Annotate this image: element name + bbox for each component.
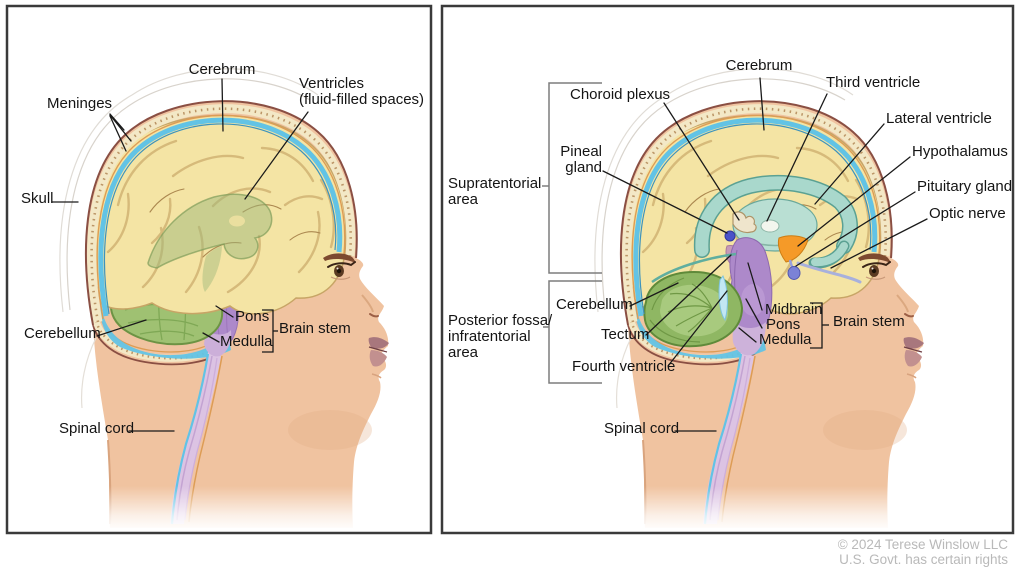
label-posterior-fossa: Posterior fossa/ infratentorial area <box>448 313 552 361</box>
label-midbrain: Midbrain <box>765 301 823 318</box>
label-choroid-plexus: Choroid plexus <box>570 86 671 103</box>
label-supratentorial-line1: Supratentorial <box>448 175 542 192</box>
label-fourth-ventricle: Fourth ventricle <box>572 358 676 375</box>
leader-lines-left <box>51 78 309 432</box>
label-cerebellum-right: Cerebellum <box>556 296 633 313</box>
copyright-line1: © 2024 Terese Winslow LLC <box>837 537 1008 552</box>
label-pons-left: Pons <box>235 308 270 325</box>
tentorium <box>651 252 737 284</box>
label-ventricles-line1: Ventricles <box>299 75 365 92</box>
label-brain-stem-right: Brain stem <box>833 313 905 330</box>
label-pineal-gland: Pineal gland <box>560 144 602 176</box>
label-supratentorial-area: Supratentorial area <box>448 176 541 208</box>
label-cerebrum-left: Cerebrum <box>188 61 256 78</box>
label-brain-stem-left: Brain stem <box>279 320 351 337</box>
ventricles-overlay <box>147 193 273 292</box>
area-brackets <box>542 82 602 384</box>
copyright-line2: U.S. Govt. has certain rights <box>839 552 1008 567</box>
label-cerebrum-right: Cerebrum <box>725 57 793 74</box>
label-spinal-cord-left: Spinal cord <box>59 420 135 437</box>
leader-lines-right <box>602 77 928 432</box>
label-cerebellum-left: Cerebellum <box>24 325 101 342</box>
label-pineal-line2: gland <box>565 159 602 176</box>
pineal-gland <box>724 230 736 242</box>
panel-left <box>5 4 433 535</box>
label-medulla-right: Medulla <box>759 331 812 348</box>
hypothalamus <box>777 235 809 263</box>
label-lateral-ventricle: Lateral ventricle <box>886 110 992 127</box>
label-posterior-line3: area <box>448 344 479 361</box>
label-skull: Skull <box>21 190 54 207</box>
label-spinal-cord-right: Spinal cord <box>604 420 680 437</box>
pituitary-gland <box>787 266 801 280</box>
fourth-ventricle <box>718 274 728 322</box>
choroid-plexus <box>732 211 757 234</box>
brainstem-bracket-right <box>810 302 829 349</box>
label-supratentorial-line2: area <box>448 191 479 208</box>
label-meninges: Meninges <box>47 95 113 112</box>
label-medulla-left: Medulla <box>220 333 273 350</box>
label-hypothalamus: Hypothalamus <box>912 143 1008 160</box>
panel-right <box>440 4 1015 535</box>
label-pineal-line1: Pineal <box>560 143 602 160</box>
label-pons-right: Pons <box>766 316 801 333</box>
cerebellum-right <box>643 270 744 348</box>
label-posterior-line2: infratentorial <box>448 328 531 345</box>
brainstem-bracket-left <box>262 309 278 353</box>
label-third-ventricle: Third ventricle <box>826 74 921 91</box>
label-optic-nerve: Optic nerve <box>929 205 1006 222</box>
label-posterior-line1: Posterior fossa/ <box>448 312 553 329</box>
label-tectum: Tectum <box>601 326 650 343</box>
copyright-notice: © 2024 Terese Winslow LLC U.S. Govt. has… <box>838 537 1008 567</box>
label-ventricles: Ventricles (fluid-filled spaces) <box>299 76 424 108</box>
label-ventricles-line2: (fluid-filled spaces) <box>299 91 425 108</box>
label-pituitary-gland: Pituitary gland <box>917 178 1013 195</box>
optic-nerve <box>796 261 862 284</box>
